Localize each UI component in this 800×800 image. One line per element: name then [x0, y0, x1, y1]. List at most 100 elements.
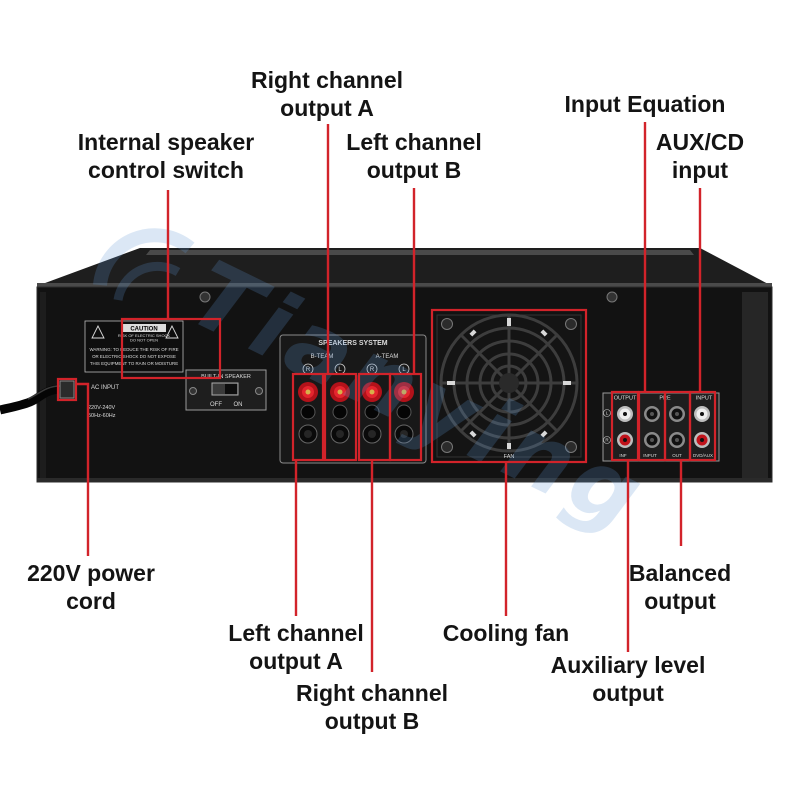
- speakers-system-title: SPEAKERS SYSTEM: [318, 340, 387, 347]
- fan-blade-highlight: [540, 430, 548, 438]
- fan-hub: [499, 373, 519, 393]
- callout-line: Cooling fan: [442, 620, 570, 646]
- highlight-left-channel-output-a: [291, 372, 325, 462]
- rca-jack-white: [694, 406, 710, 422]
- fan-blade-highlight: [469, 329, 477, 337]
- right-side-strip: [742, 292, 768, 478]
- channel-marker: [603, 409, 611, 417]
- fan-blade-highlight: [447, 381, 455, 385]
- lid-highlight: [146, 250, 694, 255]
- fan-blade-highlight: [507, 443, 511, 449]
- binding-post-column-2: [330, 382, 350, 444]
- callout-line: Left channel: [228, 620, 364, 646]
- caution-header-box: [122, 324, 166, 332]
- caution-sub-line: DO NOT OPEN: [130, 338, 158, 343]
- io-side-letter: R: [605, 438, 609, 443]
- fan-label: FAN: [504, 454, 515, 460]
- fan-mount-hole: [565, 318, 577, 330]
- speaker-switch-title: BUILT-IN SPEAKER: [201, 374, 251, 380]
- warning-line: WARNING: TO REDUCE THE RISK OF FIRE: [89, 347, 178, 352]
- callout-line: input: [671, 157, 729, 183]
- callout-line: AUX/CD: [655, 129, 745, 155]
- screw: [255, 387, 263, 395]
- binding-post-pin: [337, 389, 343, 395]
- fan-blade-highlight: [507, 318, 511, 326]
- rca-jack-hole: [623, 412, 627, 416]
- black-binding-post: [364, 404, 380, 420]
- callout-line: Right channel: [295, 680, 449, 706]
- binding-post-column-4: [394, 382, 414, 444]
- io-bottom-label: OUT: [672, 453, 682, 458]
- callout-aux-cd-input: AUX/CD input: [656, 128, 744, 184]
- switch-off-label: OFF: [210, 402, 222, 408]
- callout-line: Auxiliary level: [550, 652, 706, 678]
- warning-triangle-icon: [165, 324, 179, 339]
- callout-leaders: [76, 122, 702, 672]
- fan-mount-hole: [565, 441, 577, 453]
- binding-post-pin: [304, 430, 312, 438]
- io-bottom-label: DVD/AUX: [693, 453, 713, 458]
- callout-cooling-fan: Cooling fan: [443, 619, 569, 647]
- bottom-edge: [37, 478, 772, 482]
- callout-input-equation: Input Equation: [565, 90, 726, 118]
- rca-jack-hole: [650, 412, 654, 416]
- callout-line: output A: [249, 648, 343, 674]
- callout-internal-speaker-switch: Internal speaker control switch: [78, 128, 254, 184]
- ac-frequency-label: 50Hz-60Hz: [88, 413, 116, 419]
- callout-line: output: [644, 588, 716, 614]
- io-input-label: INPUT: [696, 396, 713, 402]
- a-team-label: A-TEAM: [376, 354, 399, 360]
- callout-line: output: [592, 680, 664, 706]
- io-bottom-label: INPUT: [643, 453, 657, 458]
- binding-post-pin: [401, 389, 407, 395]
- io-output-label: OUTPUT: [614, 396, 637, 402]
- callout-line: Internal speaker: [77, 129, 255, 155]
- binding-post-column-3: [362, 382, 382, 444]
- screw: [606, 291, 618, 303]
- speaker-switch-knob: [225, 384, 237, 394]
- rca-jack-black: [644, 406, 660, 422]
- highlight-aux-cd-input: [688, 390, 717, 462]
- rca-jack-black: [644, 432, 660, 448]
- rca-jack-black: [669, 432, 685, 448]
- watermark-logo-arc: [93, 228, 195, 286]
- highlight-power-inlet: [56, 377, 78, 402]
- channel-letter: R: [306, 367, 311, 373]
- binding-post-column-1: [298, 382, 318, 444]
- callout-balanced-output: Balanced output: [629, 559, 731, 615]
- callout-line: output A: [280, 95, 374, 121]
- power-inlet: [59, 380, 75, 399]
- highlight-cooling-fan: [430, 308, 588, 464]
- caution-sub-line: RISK OF ELECTRIC SHOCK: [118, 333, 171, 338]
- callout-power-cord: 220V power cord: [27, 559, 155, 615]
- rca-jack-red: [694, 432, 710, 448]
- callout-line: Left channel: [346, 129, 482, 155]
- channel-letter: L: [402, 367, 406, 373]
- left-side-strip: [40, 292, 46, 478]
- rca-jack-hole: [675, 412, 679, 416]
- ac-input-label: AC INPUT: [91, 385, 119, 391]
- callout-line: control switch: [88, 157, 244, 183]
- callout-line: output B: [324, 708, 420, 734]
- black-binding-post: [396, 404, 412, 420]
- highlight-right-channel-output-a: [323, 372, 358, 462]
- highlight-left-channel-output-b: [388, 372, 423, 462]
- fan-blade-highlight: [563, 381, 571, 385]
- power-cord: [0, 384, 63, 415]
- binding-post-pin: [400, 430, 408, 438]
- callout-line: Balanced: [628, 560, 732, 586]
- warning-line: OR ELECTRIC SHOCK DO NOT EXPOSE: [92, 354, 176, 359]
- io-bottom-label: INF: [619, 453, 627, 458]
- rca-jack-black: [669, 406, 685, 422]
- amplifier-top-lid: [37, 248, 772, 286]
- callout-line: 220V power: [27, 560, 155, 586]
- rca-jack-white: [617, 406, 633, 422]
- binding-post-pin: [305, 389, 311, 395]
- binding-post-pin: [368, 430, 376, 438]
- lid-edge: [37, 283, 772, 287]
- callout-right-channel-output-a: Right channel output A: [251, 66, 403, 122]
- binding-post-pin: [369, 389, 375, 395]
- callout-line: Right channel: [250, 67, 404, 93]
